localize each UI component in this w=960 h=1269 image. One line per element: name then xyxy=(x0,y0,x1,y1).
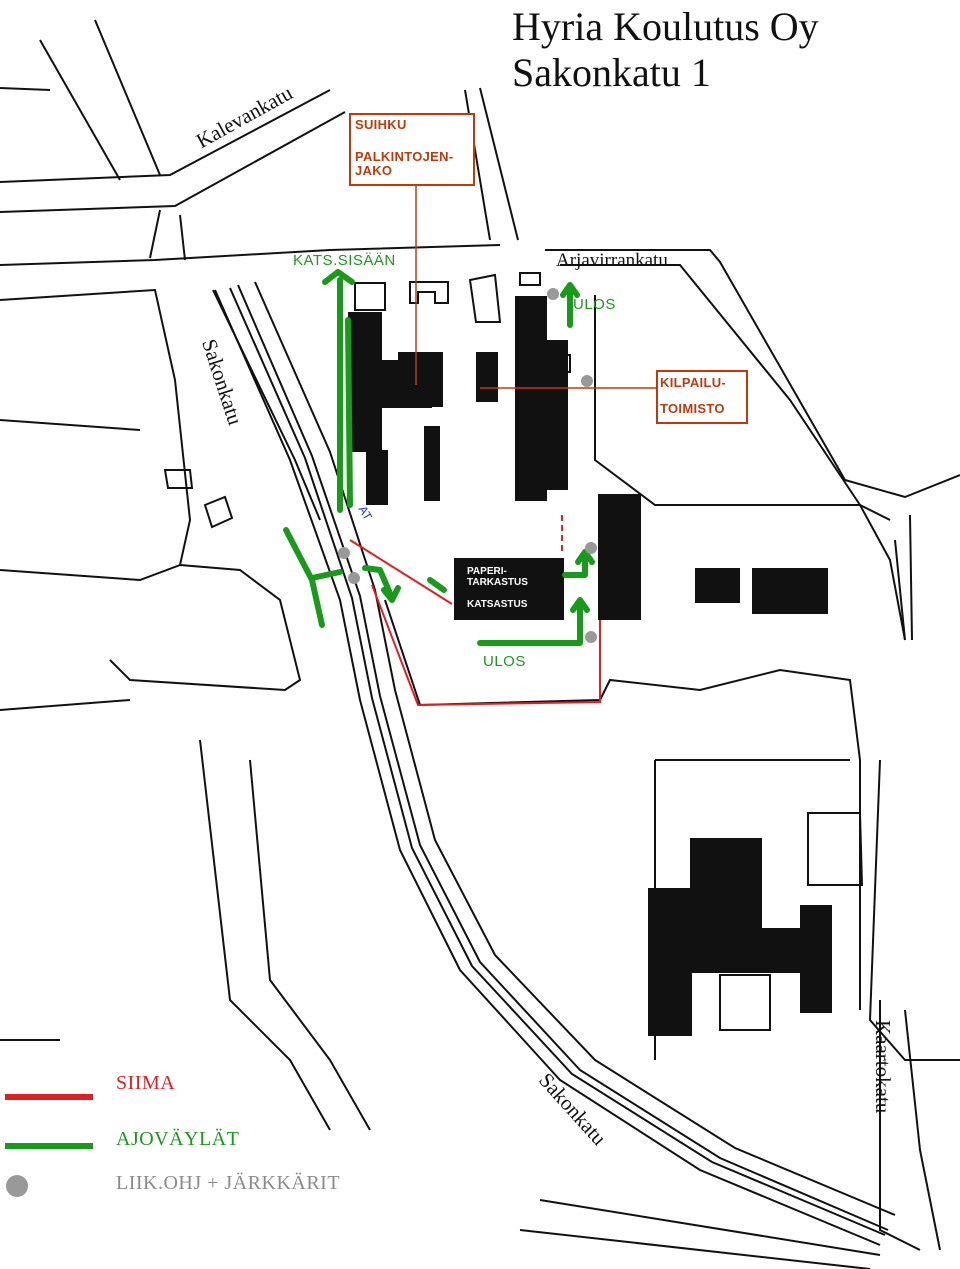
building xyxy=(424,426,440,501)
building xyxy=(598,494,641,620)
street-label-arjavirrankatu: Arjavirrankatu xyxy=(556,250,668,271)
suihku-palkintojenjako-box: SUIHKU PALKINTOJEN- JAKO xyxy=(349,113,475,186)
liik-ohj-markers xyxy=(338,288,597,643)
kilpailutoimisto-box: KILPAILU- TOIMISTO xyxy=(656,370,748,424)
building xyxy=(398,352,443,407)
paperitarkastus-label: PAPERI- TARKASTUS xyxy=(467,566,528,588)
ulos-north-label: ULOS xyxy=(573,296,616,313)
ajovaylat-routes xyxy=(283,269,595,646)
building xyxy=(540,340,568,490)
road-outlines xyxy=(0,19,960,1269)
legend-liikohj-label: LIIK.OHJ + JÄRKKÄRIT xyxy=(116,1172,341,1194)
building xyxy=(692,928,800,973)
map-title: Hyria Koulutus Oy Sakonkatu 1 xyxy=(512,4,819,96)
kilpailutoimisto-label-1: KILPAILU- xyxy=(660,375,727,390)
building xyxy=(752,568,828,614)
connector-lines xyxy=(415,185,656,389)
marker xyxy=(348,572,360,584)
marker xyxy=(547,288,559,300)
building xyxy=(695,568,740,603)
kilpailutoimisto-label-2: TOIMISTO xyxy=(660,401,725,416)
marker xyxy=(585,542,597,554)
building xyxy=(476,352,498,402)
street-label-kaartokatu: Kaartokatu xyxy=(871,1020,895,1114)
siima-lines xyxy=(349,515,601,707)
marker xyxy=(338,547,350,559)
building xyxy=(690,838,762,928)
station-building xyxy=(454,558,564,620)
building xyxy=(800,905,832,1013)
legend-ajovaylat-label: AJOVÄYLÄT xyxy=(116,1128,240,1150)
legend-swatches xyxy=(5,1094,93,1197)
building xyxy=(648,888,692,1036)
marker-swatch xyxy=(6,1175,28,1197)
building xyxy=(366,450,388,505)
marker xyxy=(581,375,593,387)
legend-siima-label: SIIMA xyxy=(116,1072,176,1094)
title-line-1: Hyria Koulutus Oy xyxy=(512,4,819,49)
palkintojenjako-label: PALKINTOJEN- JAKO xyxy=(355,149,454,178)
marker xyxy=(585,631,597,643)
kats-sisaan-label: KATS.SISÄÄN xyxy=(293,252,396,269)
suihku-label: SUIHKU xyxy=(355,117,407,132)
katsastus-label: KATSASTUS xyxy=(467,599,528,610)
buildings xyxy=(348,296,832,1036)
title-line-2: Sakonkatu 1 xyxy=(512,50,711,95)
ulos-south-label: ULOS xyxy=(483,653,526,670)
